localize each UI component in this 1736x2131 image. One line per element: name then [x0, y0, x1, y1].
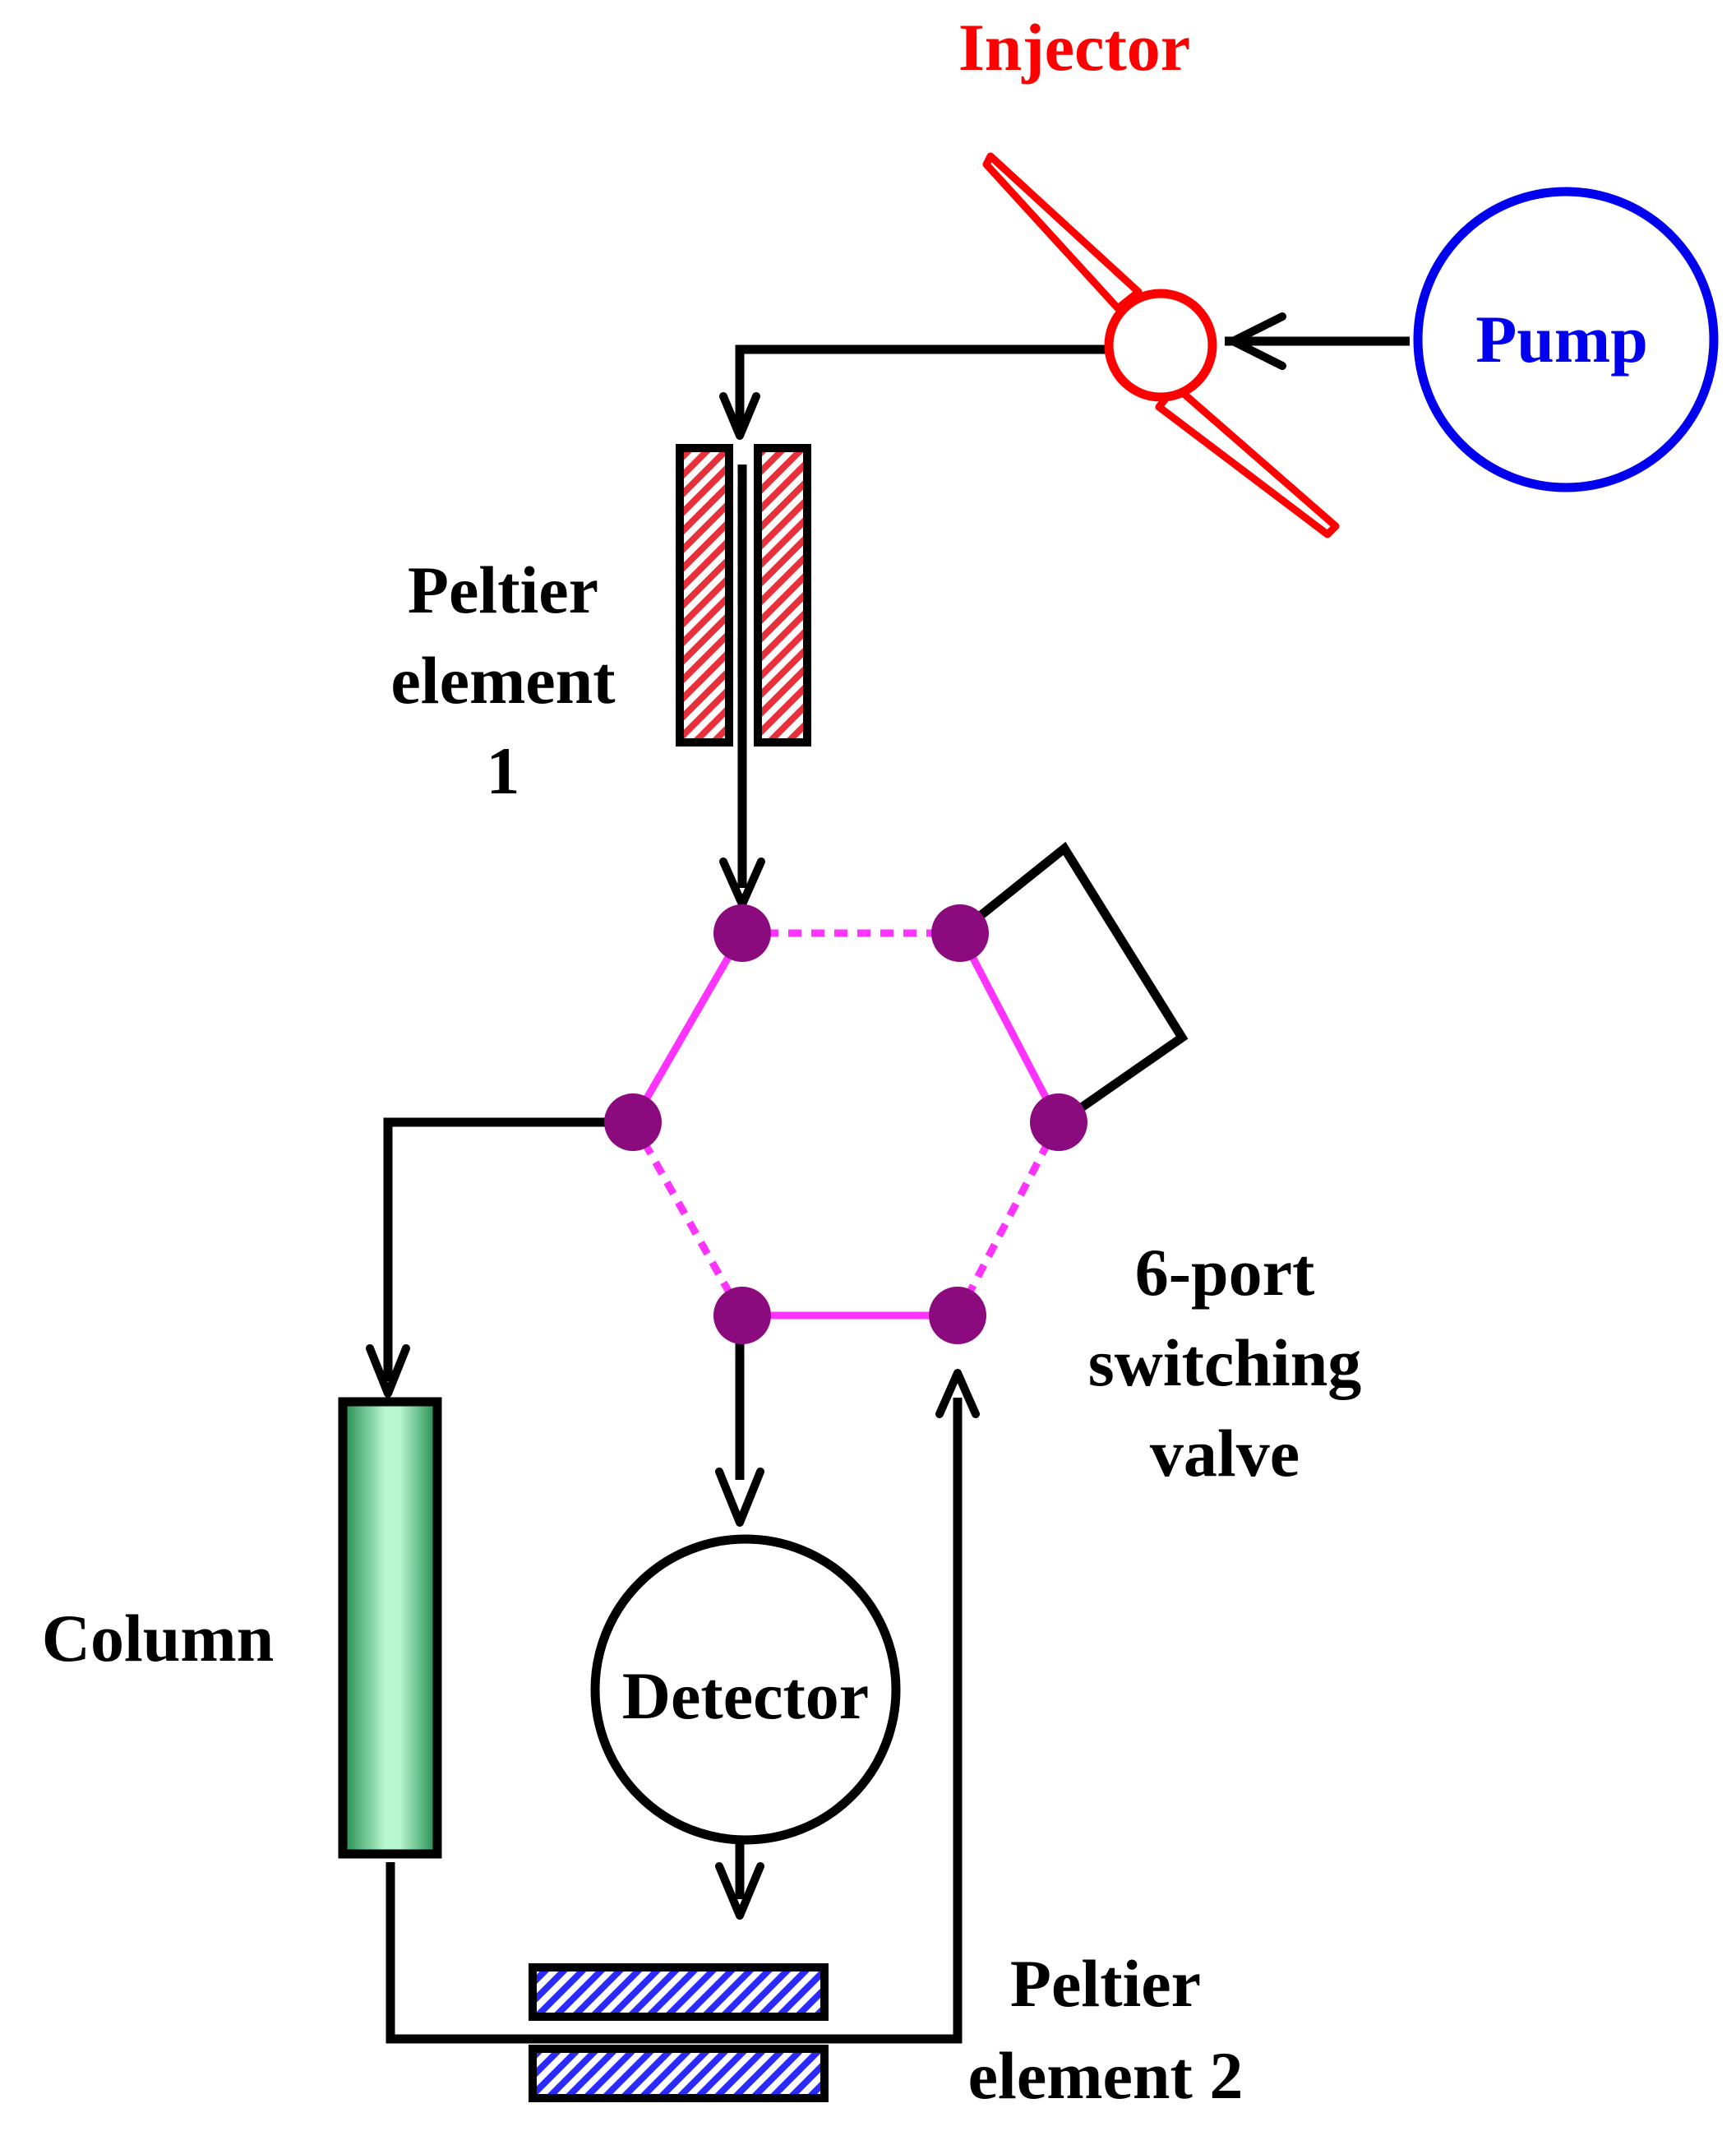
injector-lower-handle: [1155, 382, 1340, 539]
arrow-into-injector: [1229, 312, 1286, 370]
injector[interactable]: [982, 152, 1340, 539]
valve-link-dashed-3: [954, 1120, 1062, 1318]
arrow-into-column: [366, 1344, 410, 1398]
detector-label: Detector: [622, 1658, 869, 1733]
column[interactable]: [338, 1397, 442, 1859]
peltier2-label-line2: element 2: [968, 2038, 1244, 2113]
arrow-heads: [366, 312, 1286, 1920]
injector-to-peltier1-line: [735, 344, 1106, 428]
valve-connections: [630, 929, 1062, 1320]
detector[interactable]: [590, 1534, 901, 1845]
peltier-element-1: [676, 444, 811, 747]
valve-port-right: [1030, 1093, 1087, 1151]
injector-valve-circle: [1104, 289, 1217, 402]
peltier2-top-plate: [529, 1963, 829, 2021]
sample-loop: [958, 841, 1189, 1126]
valve-link-solid-1: [630, 931, 746, 1125]
valve-label-line2: switching: [1088, 1325, 1362, 1400]
peltier1-label-line2: element: [390, 643, 615, 718]
peltier1-label-line3: 1: [487, 733, 520, 808]
valve-port-bottom-right: [929, 1287, 986, 1344]
peltier2-label-line1: Peltier: [1010, 1946, 1201, 2021]
peltier1-label-line1: Peltier: [408, 552, 598, 627]
pump[interactable]: [1413, 187, 1719, 492]
valve-port-top-right: [931, 904, 989, 962]
six-port-valve[interactable]: [604, 904, 1087, 1344]
pump-label: Pump: [1475, 302, 1648, 377]
arrow-into-valve-return: [935, 1369, 980, 1418]
injector-label: Injector: [958, 10, 1190, 85]
injector-upper-handle: [982, 152, 1143, 312]
arrow-into-detector: [715, 1468, 764, 1527]
arrow-detector-outlet: [715, 1862, 764, 1920]
labels: Injector Pump Peltier element 1 6-port s…: [42, 10, 1648, 2113]
column-label: Column: [42, 1601, 275, 1676]
peltier-element-2: [529, 1963, 829, 2102]
peltier1-right-plate: [754, 444, 811, 747]
valve-port-top-left: [713, 904, 771, 962]
valve-link-dashed-2: [630, 1120, 746, 1318]
valve-port-bottom-left: [713, 1287, 771, 1344]
peltier2-bottom-plate: [529, 2045, 829, 2102]
valve-label-line3: valve: [1150, 1416, 1300, 1491]
valve-to-column-line: [383, 1117, 631, 1381]
valve-ports: [604, 904, 1087, 1344]
valve-label-line1: 6-port: [1135, 1235, 1315, 1310]
flow-lines: [383, 336, 1410, 2044]
column-to-valve-line: [386, 1398, 963, 2044]
valve-link-solid-2: [957, 931, 1062, 1125]
valve-port-left: [604, 1093, 662, 1151]
peltier1-left-plate: [676, 444, 733, 747]
arrow-into-peltier1: [719, 392, 760, 440]
